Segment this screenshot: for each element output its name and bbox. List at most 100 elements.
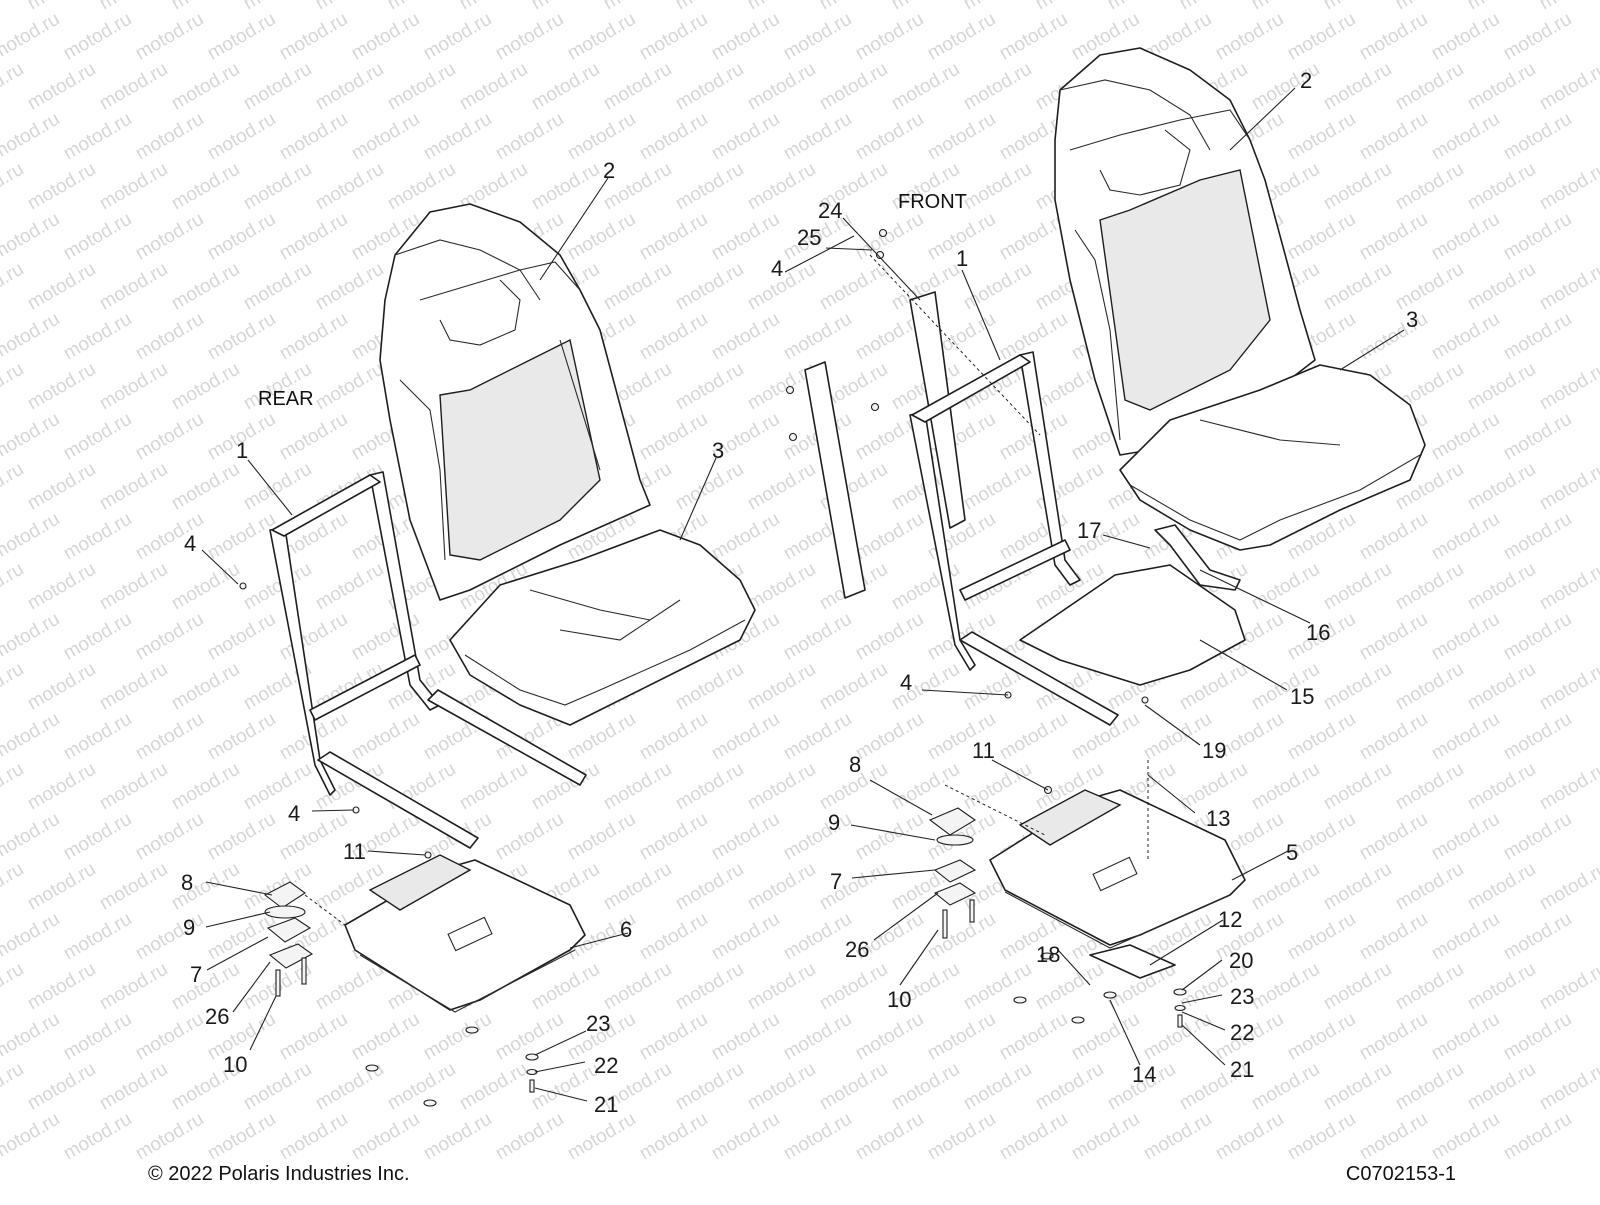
watermark: motod.ru <box>1176 0 1251 14</box>
watermark: motod.ru <box>1392 259 1467 315</box>
watermark: motod.ru <box>1536 559 1600 615</box>
watermark: motod.ru <box>1428 709 1503 765</box>
callout: 5 <box>1286 840 1298 865</box>
leader-lines <box>201 87 1405 1102</box>
watermark: motod.ru <box>1500 9 1575 65</box>
watermark: motod.ru <box>852 9 927 65</box>
watermark: motod.ru <box>1392 659 1467 715</box>
watermark: motod.ru <box>420 1109 495 1165</box>
watermark: motod.ru <box>1536 0 1600 14</box>
watermark: motod.ru <box>1320 659 1395 715</box>
watermark: motod.ru <box>240 759 315 815</box>
callout: 1 <box>236 438 248 463</box>
watermark: motod.ru <box>0 609 63 665</box>
watermark: motod.ru <box>1320 759 1395 815</box>
watermark: motod.ru <box>348 1109 423 1165</box>
watermark: motod.ru <box>960 159 1035 215</box>
watermark: motod.ru <box>600 859 675 915</box>
watermark: motod.ru <box>1248 1059 1323 1115</box>
front-seat-back <box>1054 47 1316 456</box>
watermark: motod.ru <box>816 59 891 115</box>
watermark: motod.ru <box>276 9 351 65</box>
watermark: motod.ru <box>1284 1109 1359 1165</box>
watermark: motod.ru <box>744 659 819 715</box>
front-seat-base <box>989 789 1246 949</box>
watermark: motod.ru <box>1284 709 1359 765</box>
watermark: motod.ru <box>168 559 243 615</box>
watermark: motod.ru <box>1356 9 1431 65</box>
watermark: motod.ru <box>0 559 27 615</box>
watermark: motod.ru <box>96 659 171 715</box>
watermark: motod.ru <box>492 9 567 65</box>
callout: 10 <box>887 987 911 1012</box>
watermark: motod.ru <box>1464 1059 1539 1115</box>
watermark: motod.ru <box>0 9 63 65</box>
watermark: motod.ru <box>816 1059 891 1115</box>
watermark: motod.ru <box>24 759 99 815</box>
watermark: motod.ru <box>456 1059 531 1115</box>
watermark: motod.ru <box>672 859 747 915</box>
watermark: motod.ru <box>636 309 711 365</box>
watermark: motod.ru <box>132 309 207 365</box>
watermark: motod.ru <box>456 0 531 14</box>
watermark: motod.ru <box>852 209 927 265</box>
watermark: motod.ru <box>1464 0 1539 14</box>
watermark: motod.ru <box>312 259 387 315</box>
watermark: motod.ru <box>204 109 279 165</box>
watermark: motod.ru <box>672 959 747 1015</box>
watermark: motod.ru <box>1428 1109 1503 1165</box>
watermark: motod.ru <box>1356 109 1431 165</box>
watermark: motod.ru <box>960 459 1035 515</box>
watermark: motod.ru <box>1464 59 1539 115</box>
watermark: motod.ru <box>24 359 99 415</box>
front-callouts: 2 24 25 1 4 3 17 16 15 4 19 11 8 13 9 7 … <box>771 68 1418 1087</box>
watermark: motod.ru <box>1536 459 1600 515</box>
watermark: motod.ru <box>240 59 315 115</box>
watermark: motod.ru <box>132 109 207 165</box>
watermark: motod.ru <box>60 709 135 765</box>
watermark: motod.ru <box>744 959 819 1015</box>
watermark: motod.ru <box>744 159 819 215</box>
watermark: motod.ru <box>744 59 819 115</box>
watermark: motod.ru <box>564 209 639 265</box>
watermark: motod.ru <box>1536 59 1600 115</box>
watermark: motod.ru <box>0 659 27 715</box>
watermark: motod.ru <box>996 1009 1071 1065</box>
callout: 4 <box>288 801 300 826</box>
watermark: motod.ru <box>1428 309 1503 365</box>
watermark: motod.ru <box>996 709 1071 765</box>
watermark: motod.ru <box>636 1009 711 1065</box>
watermark: motod.ru <box>1320 1059 1395 1115</box>
watermark: motod.ru <box>672 259 747 315</box>
watermark: motod.ru <box>1500 509 1575 565</box>
watermark: motod.ru <box>924 909 999 965</box>
watermark: motod.ru <box>312 359 387 415</box>
watermark: motod.ru <box>60 609 135 665</box>
watermark: motod.ru <box>816 859 891 915</box>
watermark: motod.ru <box>960 1059 1035 1115</box>
watermark: motod.ru <box>0 759 27 815</box>
watermark: motod.ru <box>312 559 387 615</box>
callout: 19 <box>1202 738 1226 763</box>
front-plate <box>1089 944 1176 979</box>
callout: 9 <box>828 810 840 835</box>
watermark: motod.ru <box>456 59 531 115</box>
watermark: motod.ru <box>348 709 423 765</box>
watermark: motod.ru <box>744 459 819 515</box>
watermark: motod.ru <box>0 309 63 365</box>
watermark: motod.ru <box>276 1009 351 1065</box>
watermark: motod.ru <box>0 359 27 415</box>
watermark: motod.ru <box>1320 859 1395 915</box>
watermark: motod.ru <box>636 409 711 465</box>
watermark: motod.ru <box>96 559 171 615</box>
watermark: motod.ru <box>1356 509 1431 565</box>
watermark: motod.ru <box>852 509 927 565</box>
watermark: motod.ru <box>1392 59 1467 115</box>
callout: 1 <box>956 246 968 271</box>
watermark: motod.ru <box>1428 509 1503 565</box>
rear-seat-cushion <box>449 529 756 726</box>
watermark: motod.ru <box>708 109 783 165</box>
watermark: motod.ru <box>60 309 135 365</box>
watermark: motod.ru <box>0 909 63 965</box>
